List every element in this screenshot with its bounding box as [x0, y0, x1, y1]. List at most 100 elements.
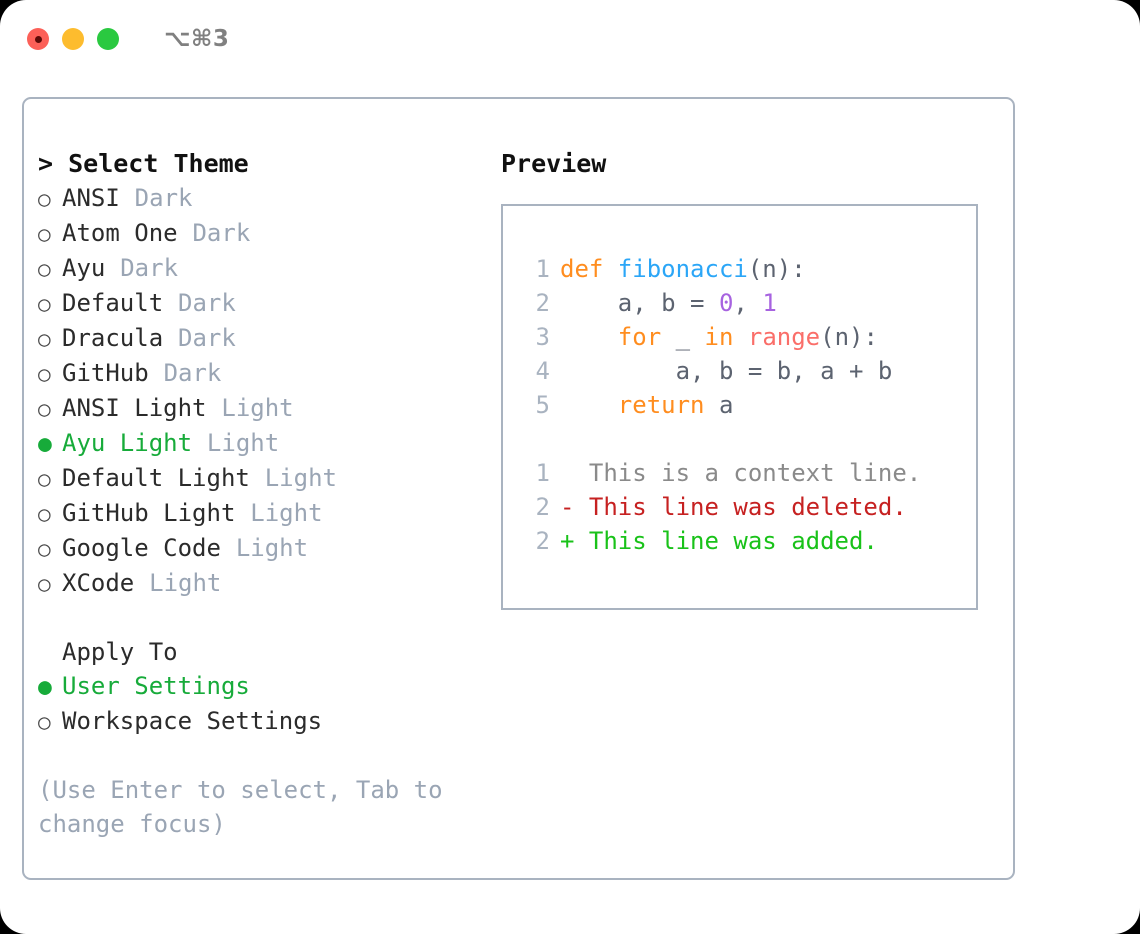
- theme-option-variant-tag: Dark: [120, 254, 179, 282]
- code-line: 3 for _ in range(n):: [520, 320, 976, 354]
- theme-option-variant-tag: Dark: [178, 324, 236, 352]
- maximize-window-button[interactable]: [97, 28, 119, 50]
- theme-option-variant-tag: Dark: [192, 219, 251, 247]
- radio-unselected-icon: ○: [38, 292, 51, 316]
- theme-option-variant-tag: Light: [149, 569, 222, 597]
- apply-to-option-user-settings[interactable]: ●User Settings: [38, 669, 498, 704]
- theme-option-default[interactable]: ○ Default Dark: [38, 286, 498, 321]
- traffic-light-group: [27, 28, 119, 50]
- code-line: 5 return a: [520, 388, 976, 422]
- diff-line-text: This is a context line.: [560, 459, 922, 487]
- radio-unselected-icon: ○: [38, 257, 51, 281]
- diff-line-text: + This line was added.: [560, 527, 878, 555]
- radio-unselected-icon: ○: [38, 537, 51, 561]
- code-token-kw: for: [617, 323, 662, 351]
- code-token-num: 0: [718, 289, 734, 317]
- theme-option-variant-tag: Light: [250, 499, 323, 527]
- theme-option-variant-tag: Dark: [134, 184, 193, 212]
- keyboard-shortcut-label: ⌥⌘3: [164, 26, 230, 52]
- theme-option-ayu[interactable]: ○ Ayu Dark: [38, 251, 498, 286]
- radio-unselected-icon: ○: [38, 572, 51, 596]
- theme-option-google-code[interactable]: ○ Google Code Light: [38, 531, 498, 566]
- theme-option-variant-tag: Light: [235, 534, 309, 562]
- code-line-number: 4: [535, 357, 550, 385]
- theme-option-dracula[interactable]: ○ Dracula Dark: [38, 321, 498, 356]
- code-token-plain: [560, 323, 618, 351]
- code-line-content: a, b = 0, 1: [560, 286, 777, 320]
- theme-option-label: Ayu Light: [62, 429, 193, 457]
- diff-line: 2 - This line was deleted.: [520, 490, 976, 524]
- code-gap: [520, 422, 976, 456]
- diff-sample: 1 This is a context line. 2 - This line wa…: [520, 456, 976, 558]
- apply-to-option-list: ●User Settings○Workspace Settings: [38, 669, 498, 739]
- code-token-kw: in: [704, 323, 734, 351]
- theme-option-label: Atom One: [62, 219, 178, 247]
- diff-line-number: 1: [535, 459, 550, 487]
- radio-unselected-icon: ○: [38, 362, 51, 386]
- diff-line: 1 This is a context line.: [520, 456, 976, 490]
- code-token-plain: (n):: [747, 255, 806, 283]
- select-theme-heading: > Select Theme: [38, 149, 249, 178]
- radio-unselected-icon: ○: [38, 327, 51, 351]
- code-line-number: 2: [535, 289, 550, 317]
- theme-option-ayu-light[interactable]: ● Ayu Light Light: [38, 426, 498, 461]
- theme-option-label: Dracula: [62, 324, 164, 352]
- theme-option-variant-tag: Dark: [163, 359, 222, 387]
- code-token-plain: [733, 323, 747, 351]
- code-token-num: 1: [762, 289, 777, 317]
- section-spacer: [38, 601, 498, 635]
- minimize-window-button[interactable]: [62, 28, 84, 50]
- diff-line-number: 2: [535, 493, 550, 521]
- theme-option-label: ANSI Light: [62, 394, 207, 422]
- theme-option-label: Default: [62, 289, 164, 317]
- radio-unselected-icon: ○: [38, 222, 51, 246]
- preview-heading: Preview: [501, 149, 607, 178]
- theme-option-label: Google Code: [62, 534, 221, 562]
- radio-unselected-icon: ○: [38, 467, 51, 491]
- close-window-button[interactable]: [27, 28, 49, 50]
- diff-line: 2 + This line was added.: [520, 524, 976, 558]
- code-line-content: def fibonacci(n):: [560, 252, 806, 286]
- theme-option-label: ANSI: [62, 184, 120, 212]
- radio-selected-icon: ●: [38, 674, 52, 700]
- diff-line-number: 2: [535, 527, 550, 555]
- code-token-plain: ,: [733, 289, 763, 317]
- theme-option-variant-tag: Dark: [178, 289, 236, 317]
- code-line-content: return a: [560, 388, 734, 422]
- theme-option-atom-one[interactable]: ○ Atom One Dark: [38, 216, 498, 251]
- theme-option-variant-tag: Light: [221, 394, 294, 422]
- theme-option-default-light[interactable]: ○ Default Light Light: [38, 461, 498, 496]
- theme-option-label: Ayu: [62, 254, 106, 282]
- code-line-number: 5: [535, 391, 550, 419]
- code-token-kw: return: [617, 391, 705, 419]
- theme-option-label: Default Light: [62, 464, 250, 492]
- apply-to-option-workspace-settings[interactable]: ○Workspace Settings: [38, 704, 498, 739]
- radio-selected-icon: ●: [38, 431, 52, 457]
- theme-option-variant-tag: Light: [206, 429, 280, 457]
- code-token-kw: def: [560, 255, 618, 283]
- code-token-plain: [560, 391, 618, 419]
- diff-line-text: - This line was deleted.: [560, 493, 907, 521]
- theme-option-github[interactable]: ○ GitHub Dark: [38, 356, 498, 391]
- code-line-number: 3: [535, 323, 550, 351]
- code-line-content: for _ in range(n):: [560, 320, 878, 354]
- apply-to-heading: Apply To: [62, 638, 178, 666]
- theme-option-variant-tag: Light: [264, 464, 337, 492]
- theme-option-label: GitHub: [62, 359, 149, 387]
- code-token-plain: (n):: [820, 323, 878, 351]
- code-token-plain: _: [661, 323, 705, 351]
- code-token-plain: a, b = b, a + b: [560, 357, 893, 385]
- code-token-plain: a: [704, 391, 734, 419]
